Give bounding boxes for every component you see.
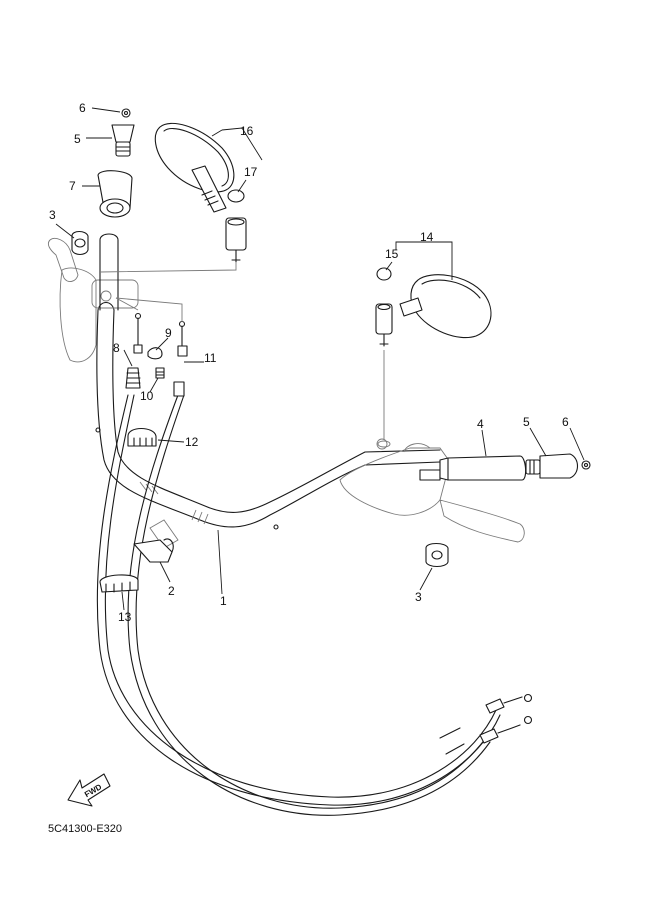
control-cables (96, 394, 533, 816)
cap-17 (227, 189, 245, 203)
right-grip (439, 455, 527, 481)
left-end-screw (121, 108, 131, 118)
callout-9: 9 (165, 326, 172, 340)
cable-guide-12 (127, 427, 157, 447)
left-grip (97, 170, 133, 218)
callout-3-left: 3 (49, 208, 56, 222)
adjuster-parts (125, 312, 188, 397)
callout-1: 1 (220, 594, 227, 608)
right-end-screw (581, 460, 591, 470)
left-lever-assembly (47, 233, 139, 363)
callout-11: 11 (204, 351, 217, 365)
mirror-left (154, 122, 247, 263)
callout-4: 4 (477, 417, 484, 431)
cap-15 (376, 267, 392, 281)
callout-12: 12 (185, 435, 199, 449)
cable-clamp-13 (99, 574, 139, 593)
callout-13: 13 (118, 610, 132, 624)
callout-2: 2 (168, 584, 175, 598)
handlebar (95, 301, 441, 530)
callout-10: 10 (140, 389, 154, 403)
callout-5-left: 5 (74, 132, 81, 146)
callout-6-right: 6 (562, 415, 569, 429)
callout-7: 7 (69, 179, 76, 193)
callout-14: 14 (420, 230, 434, 244)
callout-5-right: 5 (523, 415, 530, 429)
catalog-code: 5C41300-E320 (48, 823, 122, 835)
mirror-right (375, 274, 492, 347)
cable-clamp-2 (133, 519, 179, 563)
callout-17: 17 (244, 165, 258, 179)
left-clamp-3 (71, 230, 89, 256)
left-grip-end (111, 124, 135, 157)
callout-3-right: 3 (415, 590, 422, 604)
callout-8: 8 (113, 341, 120, 355)
callout-15: 15 (385, 247, 399, 261)
leader-lines (55, 107, 585, 611)
callout-6-left: 6 (79, 101, 86, 115)
right-clamp-3 (425, 542, 449, 568)
forward-direction-arrow: FWD (67, 773, 111, 807)
callout-16: 16 (240, 124, 254, 138)
right-grip-end (525, 453, 579, 479)
right-lever-assembly (339, 438, 525, 543)
callout-labels: 1 2 3 3 4 5 5 6 6 7 8 9 10 11 12 13 14 1… (49, 101, 569, 624)
